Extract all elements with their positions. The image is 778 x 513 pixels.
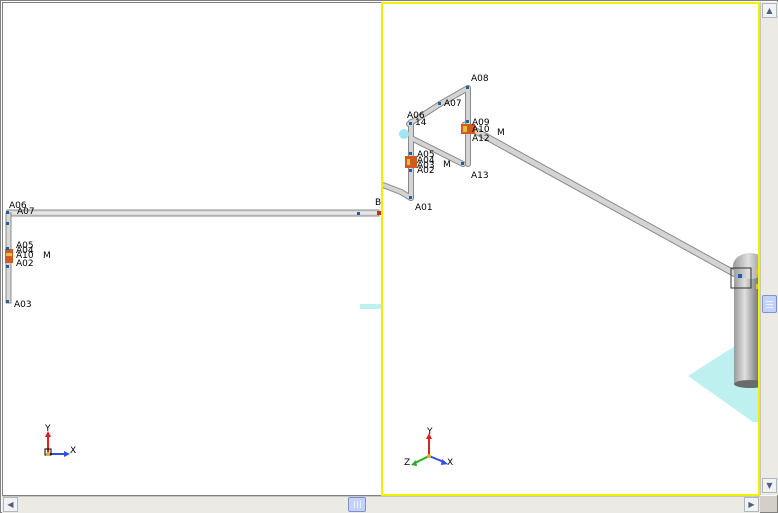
valve-band [6, 253, 12, 256]
node-label-a10: A10 [16, 251, 34, 261]
node-label-a07: A07 [17, 207, 35, 217]
node-label-a04: A04 [417, 156, 435, 166]
node-label-a03: A03 [417, 161, 435, 171]
chevron-down-icon: ▼ [766, 480, 773, 490]
node-label-a14: 14 [415, 118, 427, 128]
floor-plane-edge [360, 304, 381, 309]
scroll-down-button[interactable]: ▼ [762, 478, 777, 493]
axis-triad-left: Y X [44, 424, 76, 457]
node-label-a06: A06 [407, 111, 425, 121]
node-label-b: B [375, 198, 381, 208]
node-label-a02: A02 [417, 166, 435, 176]
vertical-scroll-thumb[interactable] [762, 295, 777, 313]
chevron-left-icon: ◀ [7, 499, 14, 509]
pipe-nodes [6, 211, 381, 303]
node-label-m-upper: M [497, 128, 505, 138]
axis-y-label: Y [426, 427, 433, 437]
scroll-right-button[interactable]: ▶ [744, 497, 759, 512]
axis-y-label: Y [44, 424, 51, 434]
scrollbar-corner [760, 496, 777, 512]
valve-band-upper [463, 126, 467, 132]
node-label-a12: A12 [472, 134, 490, 144]
node-label-a05: A05 [417, 150, 435, 160]
node-label-a10: A10 [472, 125, 490, 135]
node-label-m-lower: M [443, 160, 451, 170]
axis-z-label: Z [404, 458, 410, 468]
axis-triad-right: Y Z X [404, 427, 453, 468]
valve-fitting-lower [405, 156, 417, 168]
vertical-scrollbar[interactable]: ▲ ▼ [760, 2, 778, 495]
left-model-canvas: A06 A07 A05 A04 A10 M A02 A03 B Y X [5, 198, 381, 457]
node-label-a07: A07 [444, 99, 462, 109]
valve-fitting-upper [461, 124, 475, 134]
right-model-canvas: A08 A07 A06 14 A09 A10 M A12 A05 A04 A03… [383, 74, 758, 468]
node-label-a09: A09 [472, 118, 490, 128]
node-label-a01: A01 [415, 203, 433, 213]
valve-band-lower [407, 159, 410, 165]
node-label-a05: A05 [16, 241, 34, 251]
right-viewport-active[interactable]: A08 A07 A06 14 A09 A10 M A12 A05 A04 A03… [381, 2, 760, 496]
horizontal-scroll-thumb[interactable] [348, 497, 366, 512]
node-label-a02: A02 [16, 259, 34, 269]
long-diagonal-pipe [461, 121, 743, 280]
pipe-nodes-right [409, 86, 469, 199]
axis-x-label: X [447, 458, 453, 468]
highlight-marker [399, 129, 409, 139]
scroll-up-button[interactable]: ▲ [762, 3, 777, 18]
horizontal-pipe [6, 209, 380, 217]
node-label-a13: A13 [471, 171, 489, 181]
node-label-a06: A06 [9, 201, 27, 211]
chevron-up-icon: ▲ [766, 5, 773, 15]
node-label-a04: A04 [16, 246, 34, 256]
scroll-left-button[interactable]: ◀ [3, 497, 18, 512]
chevron-right-icon: ▶ [748, 499, 755, 509]
node-label-a03: A03 [14, 300, 32, 310]
vessel-tank [730, 253, 758, 388]
node-label-m: M [43, 251, 51, 261]
axis-x-label: X [70, 446, 76, 456]
horizontal-scrollbar[interactable]: ◀ ▶ [2, 496, 760, 513]
left-viewport[interactable]: A06 A07 A05 A04 A10 M A02 A03 B Y X [2, 2, 382, 496]
node-label-a08: A08 [471, 74, 489, 84]
